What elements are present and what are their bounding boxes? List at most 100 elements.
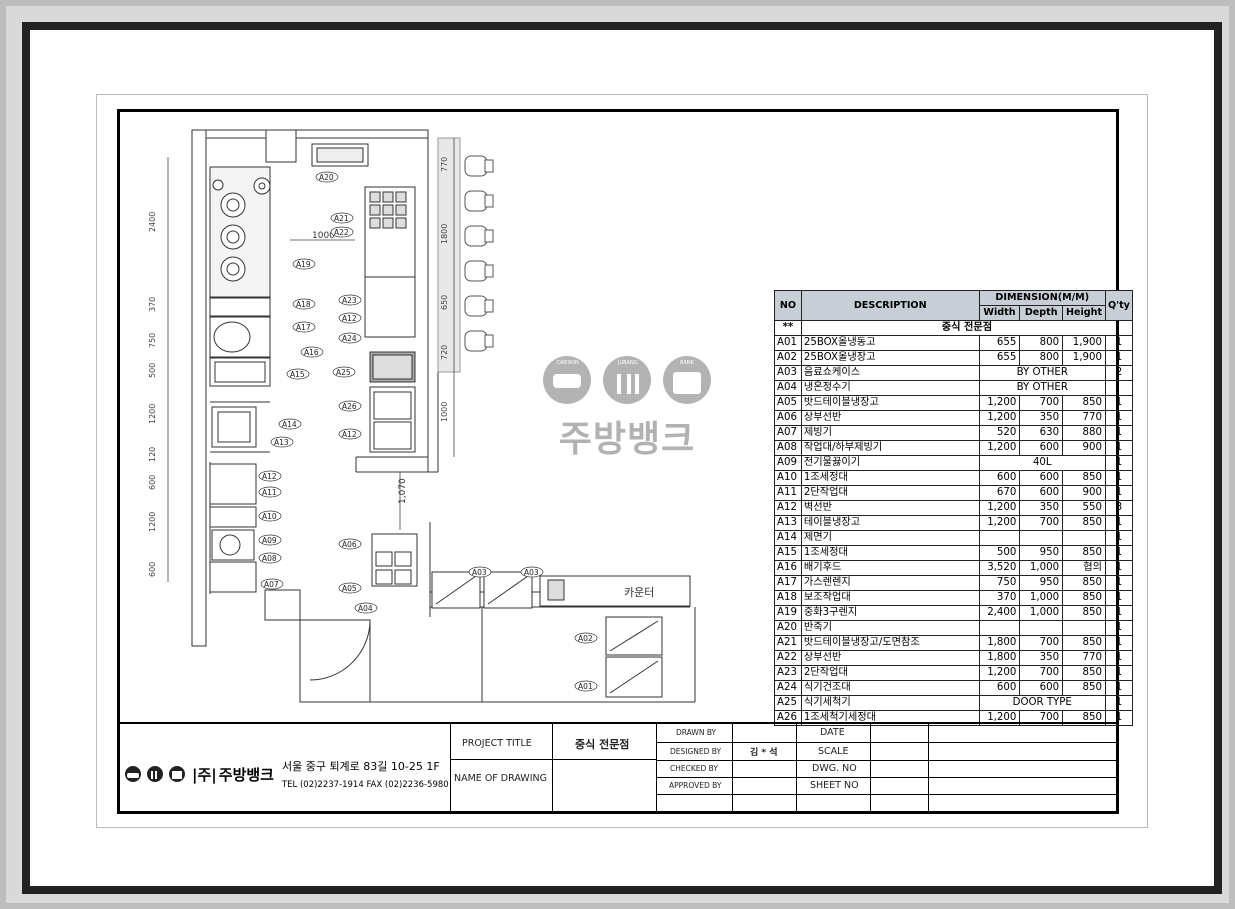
watermark-text: 주방뱅크 <box>558 419 696 460</box>
equipment-tag: A05 <box>342 584 357 593</box>
row-width: 1,200 <box>978 440 1021 456</box>
row-no: A18 <box>774 590 802 606</box>
equipment-tag: A03 <box>524 568 539 577</box>
row-width: 1,200 <box>978 395 1021 411</box>
row-description: 1조세정대 <box>800 470 980 486</box>
company-address: 서울 중구 퇴계로 83길 10-25 1F <box>281 760 440 773</box>
watermark: DAENON JUBANG BANK 주방뱅크 <box>532 350 722 462</box>
row-no: A04 <box>774 380 802 396</box>
left-dim: 120 <box>148 447 157 462</box>
equipment-tag: A20 <box>319 173 334 182</box>
col-qty: Q'ty <box>1104 290 1134 321</box>
equipment-tag: A01 <box>578 682 593 691</box>
row-width: 1,200 <box>978 410 1021 426</box>
equipment-tag: A23 <box>342 296 357 305</box>
row-description: 상부선반 <box>800 410 980 426</box>
designed-by-label: DESIGNED BY <box>670 747 722 756</box>
row-no: A17 <box>774 575 802 591</box>
equipment-tag: A04 <box>358 604 373 613</box>
equipment-tag: A18 <box>296 300 311 309</box>
row-height: 850 <box>1062 635 1106 651</box>
col-dimension: DIMENSION(M/M) <box>978 290 1106 306</box>
row-qty: 1 <box>1104 620 1134 636</box>
equipment-tag: A26 <box>342 402 357 411</box>
equipment-tag: A08 <box>262 554 277 563</box>
row-width: 655 <box>978 335 1021 351</box>
project-title: 중식 전문점 <box>575 738 630 751</box>
row-description: 음료쇼케이스 <box>800 365 980 381</box>
approved-by-label: APPROVED BY <box>669 781 722 790</box>
row-description: 밧드테이블냉장고 <box>800 395 980 411</box>
left-dim: 370 <box>148 297 157 312</box>
row-height: 770 <box>1062 650 1106 666</box>
row-no: A07 <box>774 425 802 441</box>
equipment-tag: A02 <box>578 634 593 643</box>
watermark-small-label: JUBANG <box>617 360 638 366</box>
row-qty: 1 <box>1104 515 1134 531</box>
row-width: 1,200 <box>978 515 1021 531</box>
row-description: 식기건조대 <box>800 680 980 696</box>
dwg-no-label: DWG. NO <box>812 763 857 774</box>
row-width <box>978 530 1021 546</box>
row-description: 상부선반 <box>800 650 980 666</box>
company-name-prefix: |주| <box>192 765 217 784</box>
equipment-tag: A12 <box>262 472 277 481</box>
row-no: A05 <box>774 395 802 411</box>
company-name: 주방뱅크 <box>218 765 274 784</box>
section-no: ** <box>774 320 802 336</box>
row-qty: 1 <box>1104 650 1134 666</box>
equipment-table: NO DESCRIPTION DIMENSION(M/M) Q'ty Width… <box>774 290 1134 726</box>
equipment-tag: A09 <box>262 536 277 545</box>
row-qty: 1 <box>1104 545 1134 561</box>
row-no: A22 <box>774 650 802 666</box>
left-dim: 2400 <box>148 212 157 232</box>
row-qty: 1 <box>1104 410 1134 426</box>
row-description: 반죽기 <box>800 620 980 636</box>
row-qty: 1 <box>1104 425 1134 441</box>
name-of-drawing-label: NAME OF DRAWING <box>454 773 547 784</box>
row-no: A01 <box>774 335 802 351</box>
right-dim: 650 <box>440 295 449 310</box>
row-qty: 1 <box>1104 590 1134 606</box>
floor-plan: 1000 1,070 카운터 2400 370 750 500 1200 120… <box>148 129 696 703</box>
scale-label: SCALE <box>818 746 849 757</box>
row-description: 벽선반 <box>800 500 980 516</box>
row-height: 1,900 <box>1062 350 1106 366</box>
row-dimension-note: DOOR TYPE <box>978 695 1106 711</box>
row-depth: 600 <box>1019 470 1064 486</box>
row-qty: 1 <box>1104 335 1134 351</box>
row-no: A25 <box>774 695 802 711</box>
row-description: 가스렌렌지 <box>800 575 980 591</box>
row-depth: 350 <box>1019 650 1064 666</box>
row-width <box>978 620 1021 636</box>
dark-frame: 1000 1,070 카운터 2400 370 750 500 1200 120… <box>22 22 1222 894</box>
equipment-tag: A12 <box>342 430 357 439</box>
row-no: A20 <box>774 620 802 636</box>
drawing-sheet: 1000 1,070 카운터 2400 370 750 500 1200 120… <box>96 94 1148 828</box>
designed-by-value: 김 * 석 <box>750 748 778 758</box>
right-dim: 770 <box>440 157 449 172</box>
row-qty: 1 <box>1104 485 1134 501</box>
equipment-tag: A12 <box>342 314 357 323</box>
section-label: 중식 전문점 <box>800 320 1134 336</box>
row-description: 제면기 <box>800 530 980 546</box>
row-depth: 700 <box>1019 515 1064 531</box>
row-depth: 1,000 <box>1019 605 1064 621</box>
project-title-label: PROJECT TITLE <box>462 738 532 749</box>
row-description: 1조세정대 <box>800 545 980 561</box>
row-dimension-note: BY OTHER <box>978 380 1106 396</box>
company-logo-icons <box>125 766 185 782</box>
equipment-tag: A22 <box>334 228 349 237</box>
row-no: A14 <box>774 530 802 546</box>
